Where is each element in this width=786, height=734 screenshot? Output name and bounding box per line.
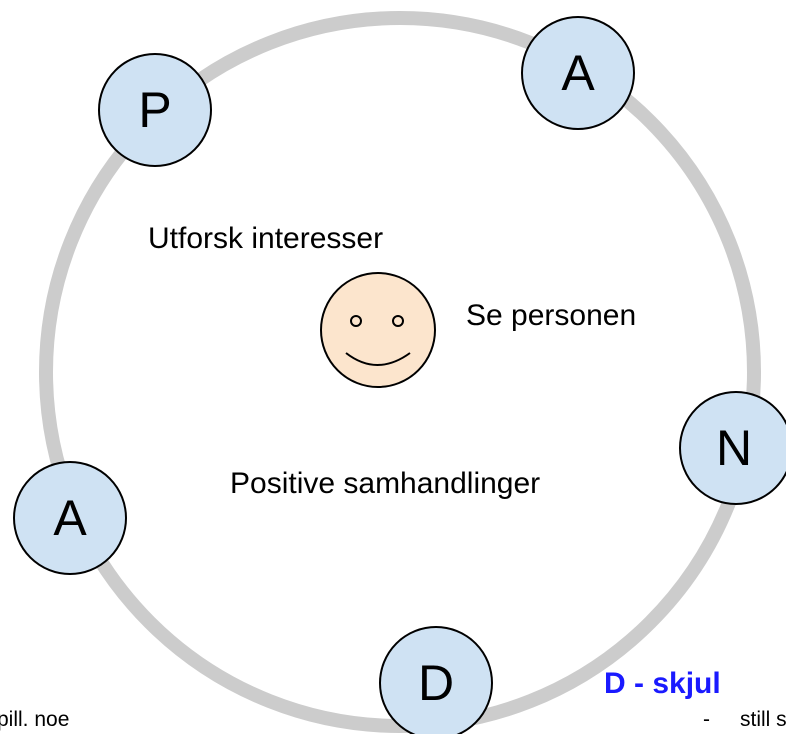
node-a-left-label: A <box>53 490 87 546</box>
node-a-left-circle <box>13 461 127 575</box>
face-left-eye <box>350 315 362 327</box>
node-a-top: A <box>521 16 635 130</box>
smiley-face-icon <box>320 272 436 388</box>
node-a-top-circle <box>521 16 635 130</box>
left-text-fragment: pill. noe <box>0 708 69 731</box>
bullet-text-fragment: still sp <box>740 708 786 731</box>
node-d: D <box>379 626 493 734</box>
node-n: N <box>679 391 786 505</box>
node-n-circle <box>679 391 786 505</box>
face-circle <box>320 272 436 388</box>
node-p-circle <box>98 53 212 167</box>
positive-interactions-text: Positive samhandlinger <box>230 467 540 500</box>
bullet-dash: - <box>703 708 710 731</box>
node-a-left: A <box>13 461 127 575</box>
see-person-text: Se personen <box>466 299 636 332</box>
face-right-eye <box>392 315 404 327</box>
explore-interests-text: Utforsk interesser <box>148 222 383 255</box>
section-heading-fragment: D - skjul <box>604 667 721 700</box>
node-p-label: P <box>138 82 171 138</box>
node-d-label: D <box>418 655 454 711</box>
node-p: P <box>98 53 212 167</box>
node-n-label: N <box>716 420 752 476</box>
node-d-circle <box>379 626 493 734</box>
face-smile <box>345 352 411 366</box>
node-a-top-label: A <box>561 45 595 101</box>
